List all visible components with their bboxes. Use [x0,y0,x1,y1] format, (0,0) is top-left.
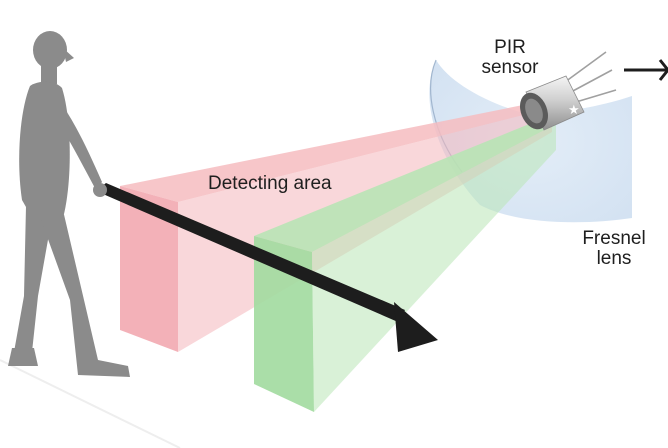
svg-text:★: ★ [568,103,580,118]
walking-path-arrow [96,183,438,352]
walking-person-icon [8,31,130,377]
output-arrow-icon [624,59,668,81]
fresnel-lens-label: Fresnel lens [572,229,656,269]
pir-sensor-label-line1: PIR [494,37,526,58]
floor-line [0,359,181,448]
fresnel-lens-label-line1: Fresnel [582,228,646,249]
fresnel-lens-label-line2: lens [596,247,632,269]
pir-sensor-icon: ★ [520,51,617,131]
detecting-area-label: Detecting area [208,173,332,194]
pir-sensor-label: PIR sensor [462,38,558,78]
pir-sensor-label-line2: sensor [481,56,539,78]
detecting-zone-green [254,118,556,412]
